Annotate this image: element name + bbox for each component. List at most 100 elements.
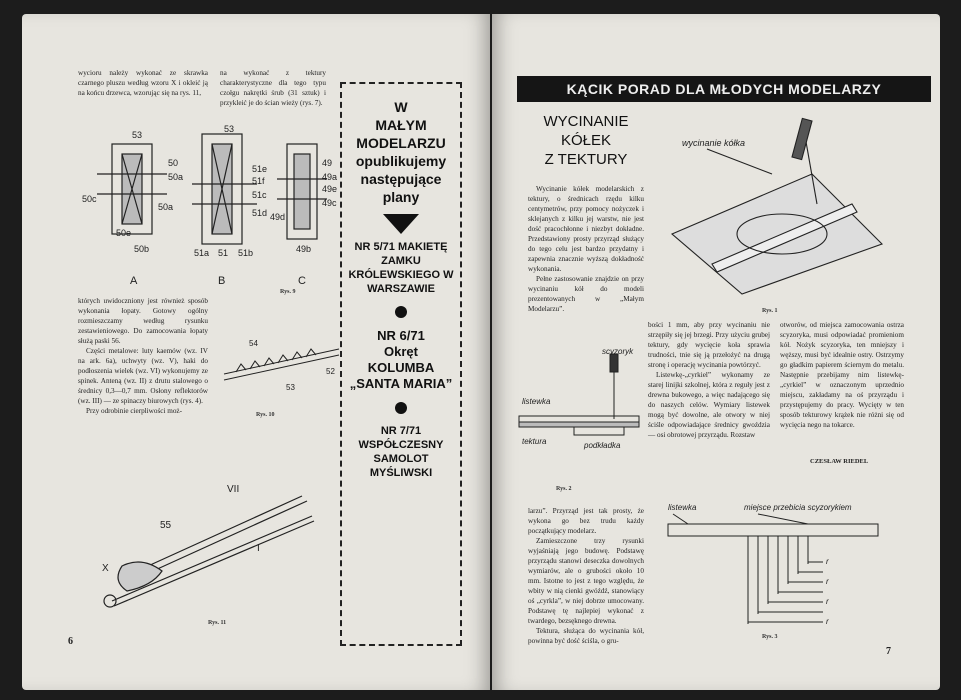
promo-item: KOLUMBA bbox=[367, 360, 435, 375]
label: 55 bbox=[160, 520, 172, 531]
magazine-spread: wycioru należy wykonać ze skrawka czarne… bbox=[22, 14, 940, 690]
paragraph: bości 1 mm, aby przy wycinaniu nie strzę… bbox=[648, 321, 770, 369]
paragraph: Zamieszczone trzy rysunki wyjaśniają jeg… bbox=[528, 537, 644, 625]
section-banner: KĄCIK PORAD DLA MŁODYCH MODELARZY bbox=[517, 76, 931, 102]
right-page: KĄCIK PORAD DLA MŁODYCH MODELARZY WYCINA… bbox=[492, 14, 940, 690]
figure-3-drawing: listewka miejsce przebicia scyzorykiem r… bbox=[667, 503, 879, 626]
paragraph: otworów, od miejsca zamocowania ostrza s… bbox=[780, 321, 904, 429]
label: VII bbox=[227, 484, 239, 495]
figure-caption: Rys. 2 bbox=[556, 486, 572, 492]
label: B bbox=[218, 275, 225, 287]
promo-line: W bbox=[394, 99, 408, 115]
label: 49e bbox=[322, 184, 337, 194]
paragraph: wycioru należy wykonać ze skrawka czarne… bbox=[78, 69, 208, 97]
label: 50a bbox=[168, 172, 183, 182]
label: 49c bbox=[322, 198, 337, 208]
paragraph: larzu”. Przyrząd jest tak prosty, że wyk… bbox=[528, 507, 644, 535]
text-column: na wykonać z tektury charakterystyczne d… bbox=[220, 68, 326, 108]
label: X bbox=[102, 563, 109, 574]
text-column: otworów, od miejsca zamocowania ostrza s… bbox=[780, 320, 904, 430]
promo-item: NR 7/71 WSPÓŁCZESNY SAMOLOT MYŚLIWSKI bbox=[358, 425, 444, 479]
text-column: wycioru należy wykonać ze skrawka czarne… bbox=[78, 68, 208, 98]
label: r bbox=[826, 557, 829, 566]
down-triangle-icon bbox=[383, 214, 419, 234]
text-column: Wycinanie kółek modelarskich z tektury, … bbox=[528, 184, 644, 314]
label: 50e bbox=[116, 228, 131, 238]
label: 51e bbox=[252, 164, 267, 174]
figure-caption: Rys. 1 bbox=[762, 308, 778, 314]
label: 50a bbox=[158, 202, 173, 212]
article-title: WYCINANIE KÓŁEK Z TEKTURY bbox=[526, 112, 646, 169]
label: 51a bbox=[194, 248, 209, 258]
label: 53 bbox=[224, 124, 234, 134]
paragraph: Listewkę-„cyrkiel” wykonamy ze starej li… bbox=[648, 371, 770, 439]
paragraph: Wycinanie kółek modelarskich z tektury, … bbox=[528, 185, 644, 273]
label: miejsce przebicia scyzorykiem bbox=[744, 503, 852, 512]
figure-caption: Rys. 10 bbox=[256, 412, 275, 418]
label: r bbox=[826, 577, 829, 586]
paragraph: na wykonać z tektury charakterystyczne d… bbox=[220, 69, 326, 107]
page-number: 7 bbox=[886, 646, 891, 657]
figure-11-drawing: VII 55 X I bbox=[102, 484, 315, 608]
figure-2-drawing: scyzoryk listewka tektura podkładka bbox=[518, 347, 640, 450]
left-page: wycioru należy wykonać ze skrawka czarne… bbox=[22, 14, 490, 690]
figure-caption: Rys. 3 bbox=[762, 634, 778, 640]
page-number: 6 bbox=[68, 636, 73, 647]
label: 50 bbox=[168, 158, 178, 168]
bullet-icon bbox=[395, 402, 407, 414]
figure-1-drawing: wycinanie kółka bbox=[670, 117, 884, 295]
label: A bbox=[130, 275, 138, 287]
promo-line: MODELARZU bbox=[356, 135, 446, 151]
label: 50c bbox=[82, 194, 97, 204]
label: 51d bbox=[252, 208, 267, 218]
paragraph: Przy odrobinie cierpliwości moż- bbox=[86, 407, 183, 415]
label: 54 bbox=[249, 339, 258, 348]
label: I bbox=[257, 543, 260, 554]
promo-item: NR 6/71 bbox=[377, 328, 425, 343]
label: tektura bbox=[522, 437, 547, 446]
label: 49b bbox=[296, 244, 311, 254]
figure-10-drawing: 54 53 52 bbox=[223, 339, 340, 392]
label: C bbox=[298, 275, 306, 287]
text-column: larzu”. Przyrząd jest tak prosty, że wyk… bbox=[528, 506, 644, 646]
paragraph: których uwidoczniony jest również sposób… bbox=[78, 297, 208, 345]
label: scyzoryk bbox=[602, 347, 634, 356]
title-line: Z TEKTURY bbox=[544, 151, 628, 168]
title-line: WYCINANIE bbox=[543, 113, 629, 130]
label: 53 bbox=[286, 383, 295, 392]
author: CZESŁAW RIEDEL bbox=[810, 458, 869, 465]
figure-caption: Rys. 11 bbox=[208, 620, 227, 626]
text-column: bości 1 mm, aby przy wycinaniu nie strzę… bbox=[648, 320, 770, 440]
figure-9-drawing: 53 50 50a 50c 50a 50e 50b A 53 51e 51f 5… bbox=[82, 124, 337, 287]
label: r bbox=[826, 617, 829, 626]
label: 53 bbox=[132, 130, 142, 140]
bullet-icon bbox=[395, 306, 407, 318]
label: podkładka bbox=[583, 441, 621, 450]
figure-caption: Rys. 9 bbox=[280, 289, 296, 295]
promo-item: „SANTA MARIA” bbox=[349, 376, 453, 391]
label: 49d bbox=[270, 212, 285, 222]
promo-item: NR 5/71 MAKIETĘ ZAMKU KRÓLEWSKIEGO W WAR… bbox=[348, 241, 454, 295]
promo-item: Okręt bbox=[384, 344, 418, 359]
label: 51f bbox=[252, 176, 265, 186]
label: listewka bbox=[522, 397, 551, 406]
promo-box: W MAŁYM MODELARZU opublikujemy następują… bbox=[340, 82, 462, 646]
label: 49 bbox=[322, 158, 332, 168]
paragraph: Pełne zastosowanie znajdzie on przy wyci… bbox=[528, 275, 644, 313]
label: listewka bbox=[668, 503, 697, 512]
promo-line: opublikujemy bbox=[355, 153, 447, 169]
label: 50b bbox=[134, 244, 149, 254]
label: 51c bbox=[252, 190, 267, 200]
promo-line: MAŁYM bbox=[375, 117, 427, 133]
label: 51b bbox=[238, 248, 253, 258]
promo-line: następujące bbox=[360, 171, 442, 187]
label: 51 bbox=[218, 248, 228, 258]
label: wycinanie kółka bbox=[682, 138, 745, 148]
label: 49a bbox=[322, 172, 337, 182]
promo-line: plany bbox=[382, 189, 420, 205]
label: r bbox=[826, 597, 829, 606]
title-line: KÓŁEK bbox=[560, 132, 612, 149]
paragraph: Części metalowe: luty kaemów (wz. IV na … bbox=[78, 347, 208, 405]
paragraph: Tektura, służąca do wycinania kół, powin… bbox=[528, 627, 644, 645]
label: 52 bbox=[326, 367, 335, 376]
